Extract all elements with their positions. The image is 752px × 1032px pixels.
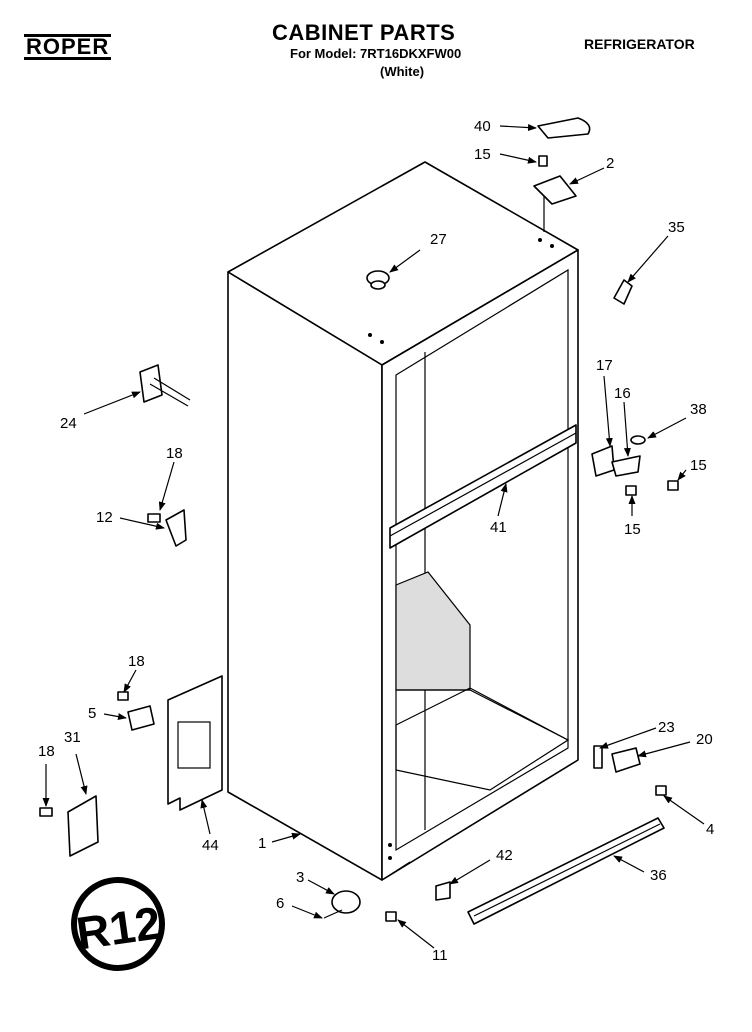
top-hinge-screw: [538, 155, 548, 167]
product-category: REFRIGERATOR: [584, 36, 695, 52]
callout-11: 11: [432, 947, 448, 964]
callout-5: 5: [88, 705, 96, 722]
callout-15: 15: [474, 146, 491, 163]
callout-24: 24: [60, 415, 77, 432]
callout-3: 3: [296, 869, 304, 886]
hinge-clip: [613, 279, 633, 305]
callout-23: 23: [658, 719, 675, 736]
callout-leaders: [42, 124, 705, 949]
bottom-hinge: [331, 890, 361, 914]
callout-15: 15: [690, 457, 707, 474]
callout-36: 36: [650, 867, 667, 884]
door-plate: [167, 675, 223, 811]
callout-41: 41: [490, 519, 507, 536]
callout-38: 38: [690, 401, 707, 418]
lower-hinge: [127, 705, 155, 731]
model-number: For Model: 7RT16DKXFW00: [290, 46, 462, 61]
refrigerant-badge-text: R12: [73, 896, 164, 959]
brand-logo: ROPER: [24, 34, 112, 60]
callout-16: 16: [614, 385, 631, 402]
callout-40: 40: [474, 118, 491, 135]
callout-44: 44: [202, 837, 219, 854]
cabinet-shell: [227, 161, 579, 881]
model-color: (White): [380, 64, 425, 79]
door-stop-bracket: [139, 364, 163, 403]
callout-18: 18: [166, 445, 183, 462]
callout-2: 2: [606, 155, 614, 172]
callout-20: 20: [696, 731, 713, 748]
lower-right-hinge: [593, 745, 603, 769]
callout-27: 27: [430, 231, 447, 248]
callout-31: 31: [64, 729, 81, 746]
page-title: CABINET PARTS: [272, 20, 456, 45]
grille-clip: [435, 881, 451, 901]
callout-17: 17: [596, 357, 613, 374]
callout-42: 42: [496, 847, 513, 864]
callout-6: 6: [276, 895, 284, 912]
callout-1: 1: [258, 835, 266, 852]
center-hinge: [591, 445, 615, 477]
shelf-support-clip: [165, 509, 187, 547]
callout-18: 18: [38, 743, 55, 760]
refrigerant-badge: R12: [71, 877, 165, 971]
hinge-cover: [537, 117, 591, 139]
callout-15: 15: [624, 521, 641, 538]
top-hinge: [533, 175, 577, 205]
callout-4: 4: [706, 821, 714, 838]
hinge-cover-lower: [67, 795, 99, 857]
callout-labels: 40 15 2 27 35 24 17 16 38 15 18 12 41 15…: [38, 118, 714, 964]
callout-18: 18: [128, 653, 145, 670]
callout-35: 35: [668, 219, 685, 236]
callout-12: 12: [96, 509, 113, 526]
divider-rail: [389, 424, 577, 549]
